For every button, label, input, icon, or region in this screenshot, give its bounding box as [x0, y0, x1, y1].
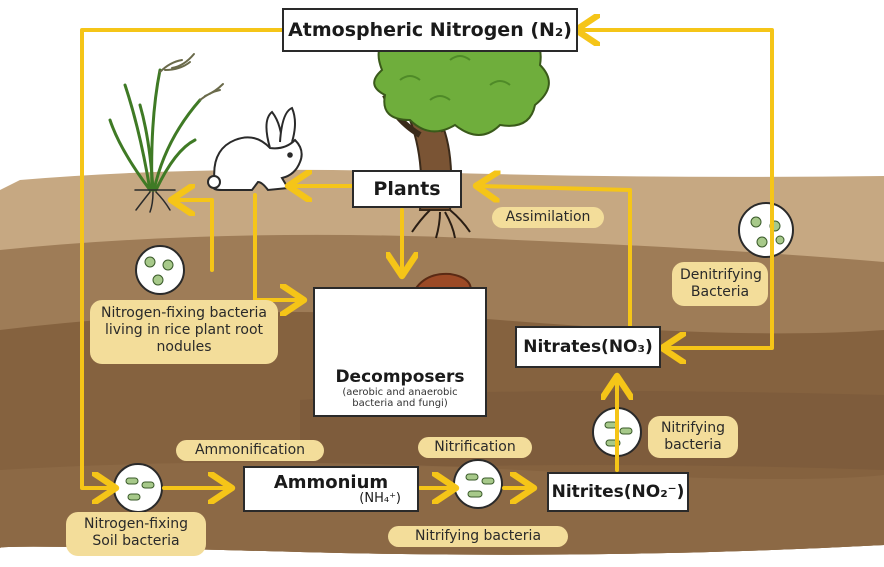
nitrates-box: Nitrates(NO₃)	[515, 326, 661, 368]
nitrates-label: Nitrates(NO₃)	[523, 337, 653, 357]
decomposers-box: Decomposers (aerobic and anaerobic bacte…	[313, 287, 487, 417]
nitrites-box: Nitrites(NO₂⁻)	[547, 472, 689, 512]
plants-box: Plants	[352, 170, 462, 208]
atmospheric-nitrogen-label: Atmospheric Nitrogen (N₂)	[288, 19, 572, 41]
ammonium-formula: (NH₄⁺)	[359, 491, 401, 506]
nitrifying-bacteria-bottom-label: Nitrifying bacteria	[388, 526, 568, 547]
ammonium-box: Ammonium (NH₄⁺)	[243, 466, 419, 512]
denitrifying-bacteria-label: Denitrifying Bacteria	[672, 262, 768, 306]
nitrogen-fixing-rice-label: Nitrogen-fixing bacteria living in rice …	[90, 300, 278, 364]
nitrification-label: Nitrification	[418, 437, 532, 458]
assimilation-label: Assimilation	[492, 207, 604, 228]
ammonification-label: Ammonification	[176, 440, 324, 461]
plants-label: Plants	[373, 178, 441, 200]
decomposers-title: Decomposers	[335, 367, 465, 387]
nitrogen-fixing-soil-label: Nitrogen-fixing Soil bacteria	[66, 512, 206, 556]
nitrifying-bacteria-right-label: Nitrifying bacteria	[648, 416, 738, 458]
rice-plant-icon	[108, 53, 224, 213]
cycle-arrows	[80, 30, 774, 488]
rabbit-icon	[207, 106, 303, 192]
nitrites-label: Nitrites(NO₂⁻)	[551, 482, 685, 502]
bacteria-icon	[113, 202, 794, 513]
decomposers-subtitle: (aerobic and anaerobic bacteria and fung…	[342, 387, 458, 409]
ammonium-title: Ammonium	[273, 472, 389, 493]
atmospheric-nitrogen-box: Atmospheric Nitrogen (N₂)	[282, 8, 578, 52]
